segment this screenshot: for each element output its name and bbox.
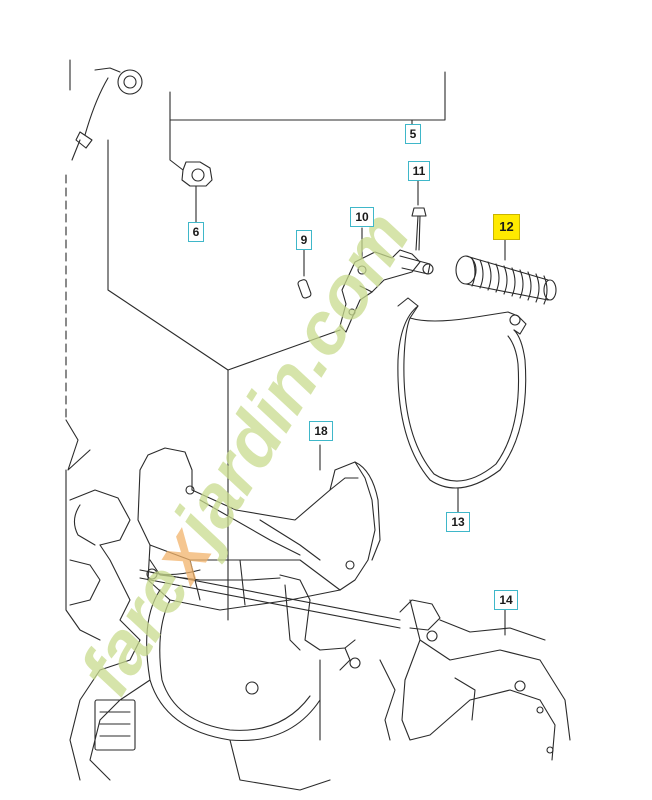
part-label-10[interactable]: 10	[350, 207, 374, 227]
part-label-12-highlighted[interactable]: 12	[493, 214, 520, 240]
part-6-nut	[169, 119, 213, 223]
part-13-brake-band	[397, 297, 527, 513]
part-9-pin	[297, 249, 312, 299]
part-label-14[interactable]: 14	[494, 590, 518, 610]
leader-5	[169, 71, 446, 125]
part-label-13[interactable]: 13	[446, 512, 470, 532]
part-11-screw	[411, 179, 427, 251]
part-label-18[interactable]: 18	[309, 421, 333, 441]
part-10-lever	[339, 227, 434, 333]
part-label-5[interactable]: 5	[405, 124, 421, 144]
part-label-6[interactable]: 6	[188, 222, 204, 242]
engine-block	[65, 469, 331, 791]
part-label-11[interactable]: 11	[408, 161, 430, 181]
part-18-housing	[137, 447, 381, 671]
part-label-9[interactable]: 9	[296, 230, 312, 250]
part-12-spring	[455, 239, 557, 305]
part-14-bracket	[379, 599, 571, 761]
top-left-bracket	[65, 59, 143, 471]
